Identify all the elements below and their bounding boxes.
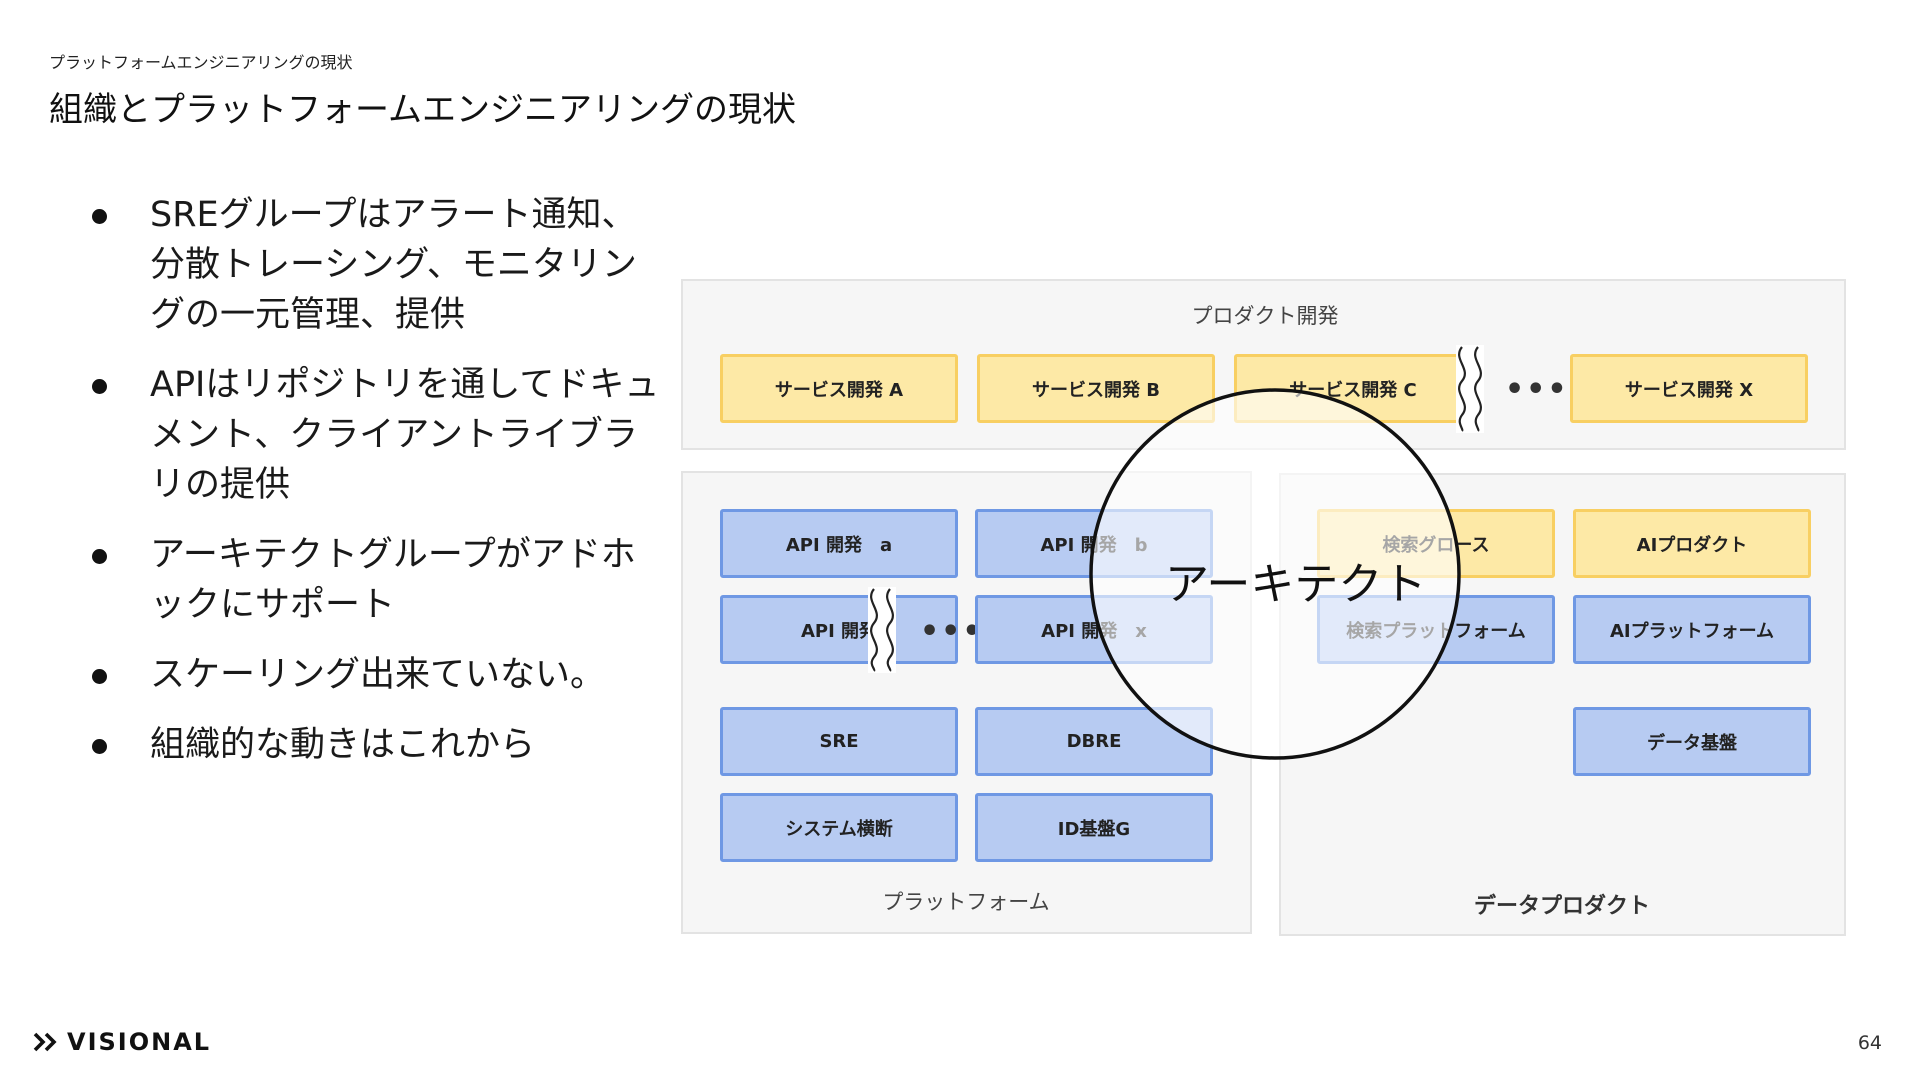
double-chevron-icon bbox=[33, 1032, 57, 1052]
ai-platform-box: AIプラットフォーム bbox=[1573, 595, 1811, 664]
service-dev-a-box: サービス開発 A bbox=[720, 354, 958, 423]
bullet-dot-icon bbox=[92, 669, 107, 684]
product-dev-label: プロダクト開発 bbox=[1191, 304, 1339, 328]
bullet-text: スケーリング出来ていない。 bbox=[150, 655, 606, 695]
bullet-dot-icon bbox=[92, 549, 107, 564]
service-dev-c-box: サービス開発 C bbox=[1234, 354, 1472, 423]
bullet-list: SREグループはアラート通知、分散トレーシング、モニタリングの一元管理、提供 A… bbox=[90, 190, 660, 790]
dbre-box: DBRE bbox=[975, 707, 1213, 776]
api-dev-x-box: API 開発 x bbox=[975, 595, 1213, 664]
service-dev-x-box: サービス開発 X bbox=[1570, 354, 1808, 423]
data-base-box: データ基盤 bbox=[1573, 707, 1811, 776]
bullet-text: アーキテクトグループがアドホックにサポート bbox=[150, 535, 636, 625]
search-platform-box: 検索プラットフォーム bbox=[1317, 595, 1555, 664]
data-product-label: データプロダクト bbox=[1473, 894, 1650, 919]
bullet-item: 組織的な動きはこれから bbox=[90, 720, 660, 770]
bullet-text: SREグループはアラート通知、分散トレーシング、モニタリングの一元管理、提供 bbox=[150, 195, 637, 335]
visional-logo: VISIONAL bbox=[33, 1028, 211, 1056]
break-mark-icon bbox=[1456, 345, 1484, 433]
page-number: 64 bbox=[1857, 1032, 1882, 1054]
platform-label: プラットフォーム bbox=[882, 890, 1050, 914]
ai-product-box: AIプロダクト bbox=[1573, 509, 1811, 578]
api-dev-a-box: API 開発 a bbox=[720, 509, 958, 578]
ellipsis-dots: ••• bbox=[920, 614, 984, 649]
logo-text: VISIONAL bbox=[67, 1028, 212, 1056]
ellipsis-dots: ••• bbox=[1505, 372, 1569, 407]
bullet-dot-icon bbox=[92, 739, 107, 754]
bullet-item: SREグループはアラート通知、分散トレーシング、モニタリングの一元管理、提供 bbox=[90, 190, 660, 340]
page-title: 組織とプラットフォームエンジニアリングの現状 bbox=[49, 90, 796, 130]
sre-box: SRE bbox=[720, 707, 958, 776]
bullet-item: アーキテクトグループがアドホックにサポート bbox=[90, 530, 660, 630]
bullet-item: スケーリング出来ていない。 bbox=[90, 650, 660, 700]
api-dev-box: API 開発 bbox=[720, 595, 958, 664]
id-base-box: ID基盤G bbox=[975, 793, 1213, 862]
api-dev-b-box: API 開発 b bbox=[975, 509, 1213, 578]
bullet-text: 組織的な動きはこれから bbox=[150, 725, 536, 765]
bullet-text: APIはリポジトリを通してドキュメント、クライアントライブラリの提供 bbox=[150, 365, 660, 505]
breadcrumb: プラットフォームエンジニアリングの現状 bbox=[49, 53, 353, 72]
system-cross-box: システム横断 bbox=[720, 793, 958, 862]
break-mark-icon bbox=[868, 587, 896, 673]
bullet-item: APIはリポジトリを通してドキュメント、クライアントライブラリの提供 bbox=[90, 360, 660, 510]
service-dev-b-box: サービス開発 B bbox=[977, 354, 1215, 423]
bullet-dot-icon bbox=[92, 209, 107, 224]
bullet-dot-icon bbox=[92, 379, 107, 394]
search-growth-box: 検索グロース bbox=[1317, 509, 1555, 578]
